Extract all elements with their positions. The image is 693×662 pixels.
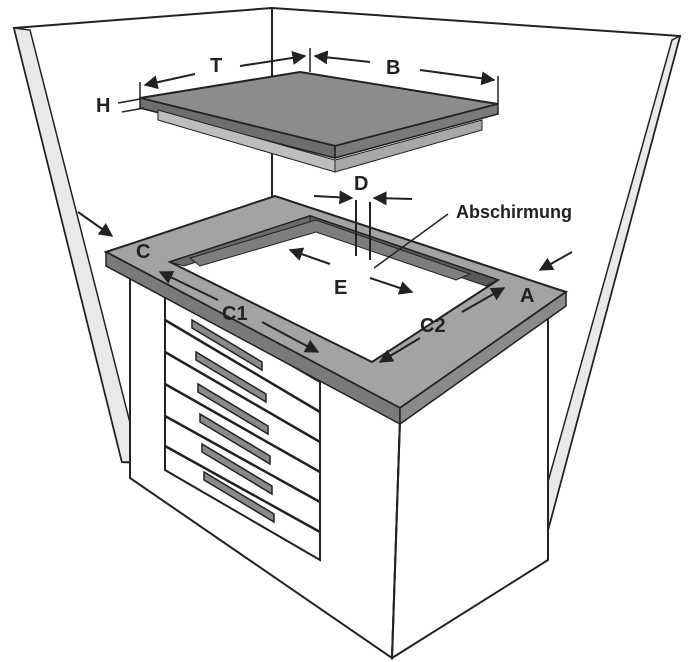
countertop-side-edge — [399, 290, 567, 426]
drawer-handle-icon — [199, 412, 271, 466]
drawer-handle-icon — [191, 318, 263, 372]
label-C2: C2 — [420, 315, 446, 337]
drawer-divider — [164, 382, 321, 474]
label-E: E — [334, 277, 347, 299]
countertop — [103, 194, 569, 426]
shielding-plate — [188, 219, 472, 281]
label-D: D — [354, 173, 368, 195]
label-H: H — [96, 95, 110, 117]
cooktop-underbody-side — [334, 119, 483, 173]
cooktop-side-edge — [334, 103, 499, 159]
drawer-divider — [164, 414, 321, 504]
label-A: A — [520, 285, 534, 307]
label-shielding: Abschirmung — [456, 202, 572, 222]
label-C: C — [136, 241, 150, 263]
drawer-stack — [164, 290, 321, 562]
drawer-handle-icon — [201, 442, 273, 496]
label-C1: C1 — [222, 303, 248, 325]
dimension-lines — [77, 48, 573, 363]
drawer-handle-icon — [197, 382, 269, 436]
drawer-divider — [164, 318, 321, 414]
label-T: T — [210, 55, 222, 77]
drawer-divider — [164, 350, 321, 444]
label-B: B — [386, 57, 400, 79]
drawer-divider — [164, 444, 321, 534]
drawer-handle-icon — [195, 350, 267, 404]
drawer-handle-icon — [203, 470, 275, 524]
